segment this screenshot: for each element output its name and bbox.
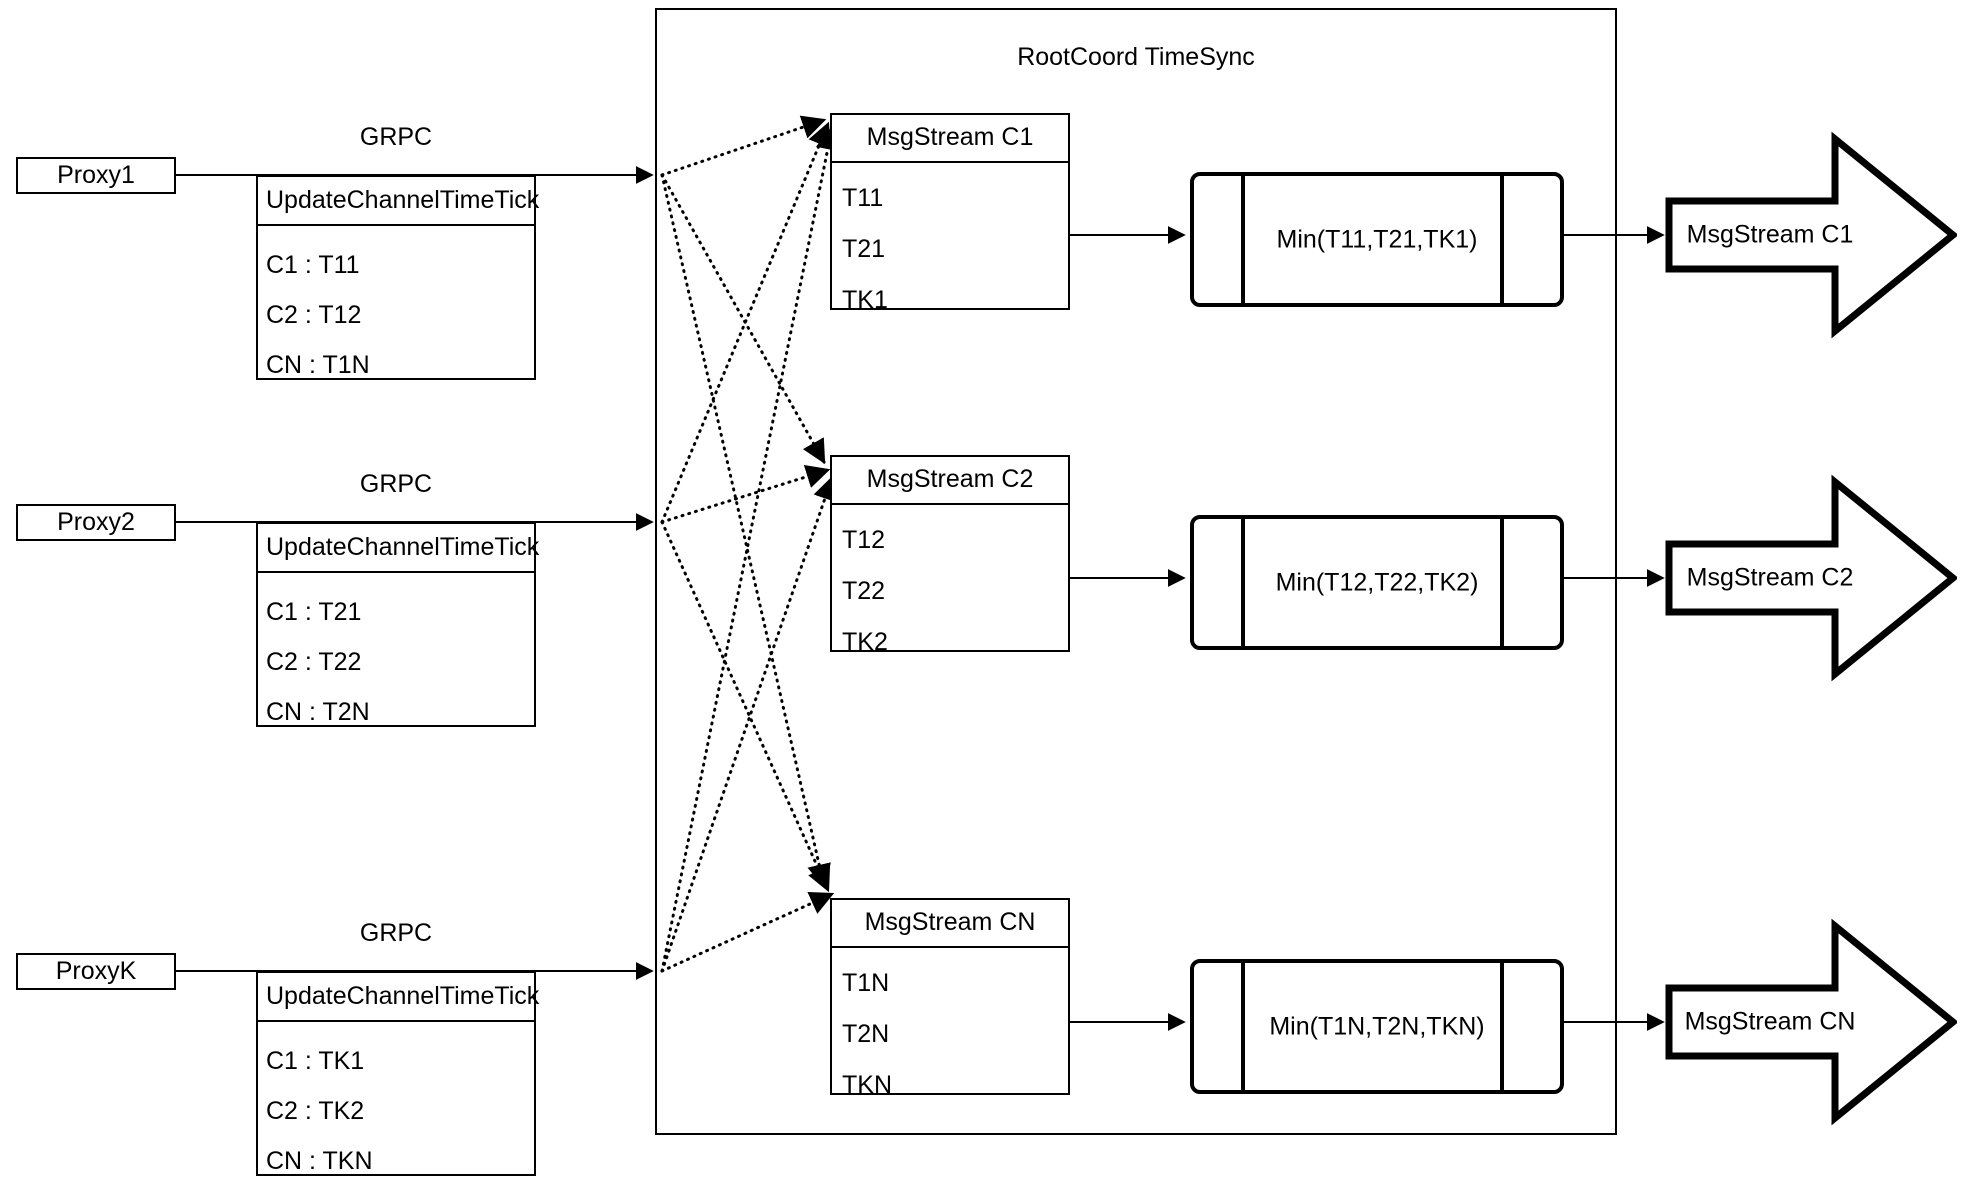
min-process-label: Min(T1N,T2N,TKN) <box>1269 1012 1485 1040</box>
msgstream-buffer-c2: MsgStream C2 T12 T22 TK2 <box>830 455 1070 656</box>
proc-divider-right <box>1500 519 1504 646</box>
msgstream-row: TKN <box>842 1071 892 1099</box>
msgstream-buffer-cn: MsgStream CN T1N T2N TKN <box>830 898 1070 1099</box>
msgstream-buffer-header: MsgStream C2 <box>832 457 1068 505</box>
msgstream-buffer-header: MsgStream CN <box>832 900 1068 948</box>
grpc-label-k: GRPC <box>359 919 433 947</box>
msgstream-buffer-header: MsgStream C1 <box>832 115 1068 163</box>
msgstream-buffer-c1: MsgStream C1 T11 T21 TK1 <box>830 113 1070 314</box>
output-block-arrow-cn: MsgStream CN <box>1665 912 1957 1132</box>
rootcoord-timesync-title: RootCoord TimeSync <box>1017 43 1255 71</box>
output-block-arrow-label: MsgStream C2 <box>1686 563 1854 592</box>
min-process-label: Min(T11,T21,TK1) <box>1276 225 1478 253</box>
tick-table-body: C1 : T11 C2 : T12 CN : T1N <box>258 226 534 390</box>
tick-row: CN : T2N <box>266 698 370 726</box>
update-channel-timetick-table-2: UpdateChannelTimeTick C1 : T21 C2 : T22 … <box>256 522 539 727</box>
output-block-arrow-c1: MsgStream C1 <box>1665 125 1957 345</box>
tick-table-header: UpdateChannelTimeTick <box>258 973 539 1022</box>
tick-row: C1 : T21 <box>266 598 362 626</box>
msgstream-row: T12 <box>842 526 886 554</box>
proc-divider-left <box>1241 963 1245 1090</box>
proc-divider-right <box>1500 176 1504 303</box>
update-channel-timetick-table-k: UpdateChannelTimeTick C1 : TK1 C2 : TK2 … <box>256 971 539 1176</box>
msgstream-row: TK2 <box>842 628 888 656</box>
tick-table-body: C1 : T21 C2 : T22 CN : T2N <box>258 573 534 737</box>
min-process-c1: Min(T11,T21,TK1) <box>1190 172 1564 307</box>
tick-row: CN : TKN <box>266 1147 373 1175</box>
tick-row: C2 : T12 <box>266 301 362 329</box>
output-block-arrow-label: MsgStream CN <box>1684 1007 1856 1036</box>
rootcoord-timesync-container <box>655 8 1617 1135</box>
min-process-label: Min(T12,T22,TK2) <box>1275 568 1479 596</box>
proxy-box-1[interactable]: Proxy1 <box>16 157 176 194</box>
grpc-label-1: GRPC <box>359 123 433 151</box>
min-process-c2: Min(T12,T22,TK2) <box>1190 515 1564 650</box>
tick-row: C2 : T22 <box>266 648 362 676</box>
tick-row: C1 : TK1 <box>266 1047 365 1075</box>
output-block-arrow-c2: MsgStream C2 <box>1665 468 1957 688</box>
proc-divider-right <box>1500 963 1504 1090</box>
grpc-label-2: GRPC <box>359 470 433 498</box>
tick-table-header: UpdateChannelTimeTick <box>258 177 539 226</box>
msgstream-row: T21 <box>842 235 886 263</box>
proxy-label: ProxyK <box>55 957 137 985</box>
tick-table-body: C1 : TK1 C2 : TK2 CN : TKN <box>258 1022 534 1183</box>
tick-row: C2 : TK2 <box>266 1097 365 1125</box>
proxy-label: Proxy2 <box>57 508 135 536</box>
msgstream-row: T2N <box>842 1020 890 1048</box>
proxy-label: Proxy1 <box>57 161 135 189</box>
tick-table-header: UpdateChannelTimeTick <box>258 524 539 573</box>
proc-divider-left <box>1241 176 1245 303</box>
output-block-arrow-label: MsgStream C1 <box>1686 220 1854 249</box>
proxy-box-k[interactable]: ProxyK <box>16 953 176 990</box>
tick-row: CN : T1N <box>266 351 370 379</box>
proc-divider-left <box>1241 519 1245 646</box>
msgstream-row: T1N <box>842 969 890 997</box>
min-process-cn: Min(T1N,T2N,TKN) <box>1190 959 1564 1094</box>
msgstream-row: T22 <box>842 577 886 605</box>
msgstream-buffer-body: T12 T22 TK2 <box>832 505 1068 668</box>
msgstream-row: TK1 <box>842 286 888 314</box>
proxy-box-2[interactable]: Proxy2 <box>16 504 176 541</box>
msgstream-row: T11 <box>842 184 884 212</box>
tick-row: C1 : T11 <box>266 251 360 279</box>
msgstream-buffer-body: T1N T2N TKN <box>832 948 1068 1111</box>
msgstream-buffer-body: T11 T21 TK1 <box>832 163 1068 326</box>
update-channel-timetick-table-1: UpdateChannelTimeTick C1 : T11 C2 : T12 … <box>256 175 539 380</box>
